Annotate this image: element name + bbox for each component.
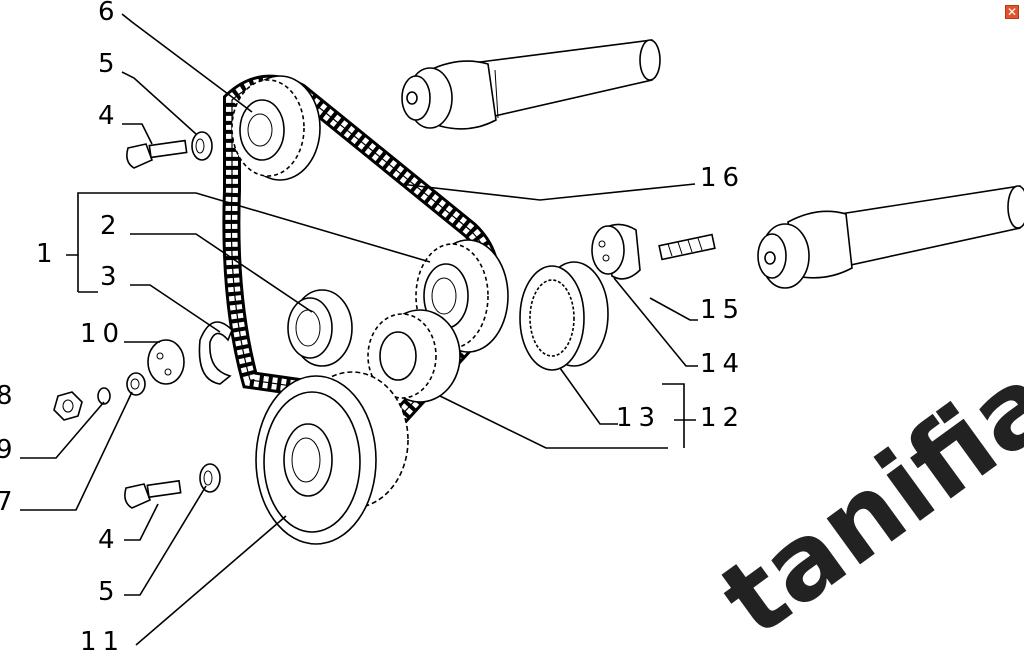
lower-bolt xyxy=(124,479,182,509)
spacer xyxy=(126,372,146,396)
eccentric-plate xyxy=(147,339,185,385)
callout-1: 1 xyxy=(36,239,59,269)
callout-8: 8 xyxy=(0,381,19,411)
callout-6: 6 xyxy=(98,0,121,27)
spring-washer xyxy=(97,387,111,405)
tensioner-pulley xyxy=(367,309,461,403)
camshaft-upper xyxy=(401,39,661,130)
callout-2: 2 xyxy=(100,211,123,241)
upper-washer xyxy=(191,131,213,161)
callout-4-upper: 4 xyxy=(98,101,121,131)
callout-16: 16 xyxy=(700,163,745,193)
eccentric-bushing xyxy=(591,223,641,280)
crankshaft-pulley xyxy=(255,371,409,545)
callout-14: 14 xyxy=(700,349,745,379)
callout-3: 3 xyxy=(100,262,123,292)
callout-labels: 6 5 4 1 2 3 10 8 9 7 4 5 11 16 15 14 13 … xyxy=(0,0,745,650)
upper-camshaft-pulley xyxy=(231,75,321,181)
callout-4-lower: 4 xyxy=(98,525,121,555)
callout-15: 15 xyxy=(700,295,745,325)
callout-13: 13 xyxy=(616,403,661,433)
callout-11: 11 xyxy=(80,627,125,650)
callout-12: 12 xyxy=(700,403,745,433)
lower-washer xyxy=(199,463,221,493)
callout-5-upper: 5 xyxy=(98,49,121,79)
stud-bolt xyxy=(658,233,716,261)
watermark: tanifiat xyxy=(699,311,1024,650)
snap-ring xyxy=(198,321,233,385)
close-icon: ✕ xyxy=(1006,5,1018,19)
upper-bolt xyxy=(126,139,188,169)
close-button[interactable]: ✕ xyxy=(1005,5,1019,19)
callout-5-lower: 5 xyxy=(98,577,121,607)
callout-7: 7 xyxy=(0,487,19,517)
tensioner-bearing xyxy=(519,261,609,371)
nut xyxy=(53,391,83,421)
callout-9: 9 xyxy=(0,435,19,465)
camshaft-lower xyxy=(757,185,1024,289)
leader-lines xyxy=(20,13,698,646)
callout-10: 10 xyxy=(80,319,125,349)
